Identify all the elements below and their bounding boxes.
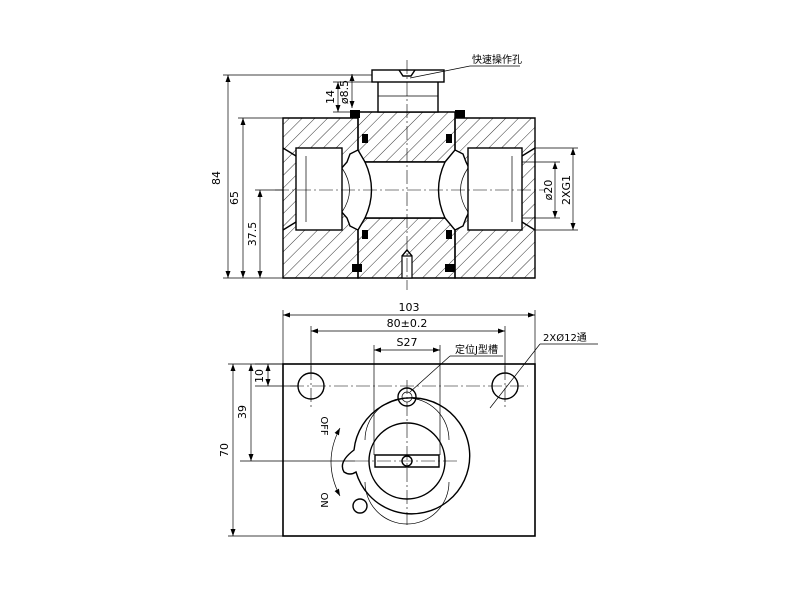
seal-top-left [350, 110, 360, 118]
dim-84: 84 [210, 171, 223, 185]
dim-65: 65 [228, 191, 241, 205]
on-position-hole [352, 498, 368, 514]
note-holes: 2XØ12通 [543, 332, 587, 344]
dim-39: 39 [236, 405, 249, 419]
seal-mid-right-upper [446, 134, 452, 143]
dim-37-5: 37.5 [246, 222, 259, 247]
label-on: ON [318, 492, 329, 507]
left-port-bore [295, 147, 343, 231]
rotor-passage [363, 161, 447, 219]
rotor-upper [357, 111, 456, 163]
seal-mid-right-lower [446, 230, 452, 239]
dim-103: 103 [399, 301, 420, 314]
dim-s27: S27 [397, 336, 418, 349]
seal-top-right [455, 110, 465, 118]
dim-80: 80±0.2 [387, 317, 428, 330]
top-view: OFF ON 103 80±0.2 S27 定位J型槽 2XØ12通 10 39 [218, 301, 598, 537]
valve-body-outline [282, 363, 536, 537]
knob-outer [341, 397, 471, 515]
seal-bottom-left [352, 264, 362, 272]
dim-10: 10 [253, 369, 266, 383]
dim-phi8-5: ø8.5 [338, 80, 351, 104]
section-view: 84 65 37.5 14 ø8.5 快速操作孔 ø20 2XG1 [210, 53, 578, 290]
rotation-arrow [330, 427, 341, 497]
dim-2xg1: 2XG1 [560, 175, 573, 205]
right-port-bore [467, 147, 523, 231]
handle-bar [374, 454, 440, 468]
note-quick-hole: 快速操作孔 [472, 53, 522, 66]
dim-phi20: ø20 [542, 180, 555, 201]
seal-bottom-right [445, 264, 455, 272]
dim-70: 70 [218, 443, 231, 457]
dim-14: 14 [324, 90, 337, 104]
label-off: OFF [318, 416, 329, 436]
seal-mid-left-upper [362, 134, 368, 143]
note-locating-slot: 定位J型槽 [455, 343, 498, 356]
seal-mid-left-lower [362, 230, 368, 239]
